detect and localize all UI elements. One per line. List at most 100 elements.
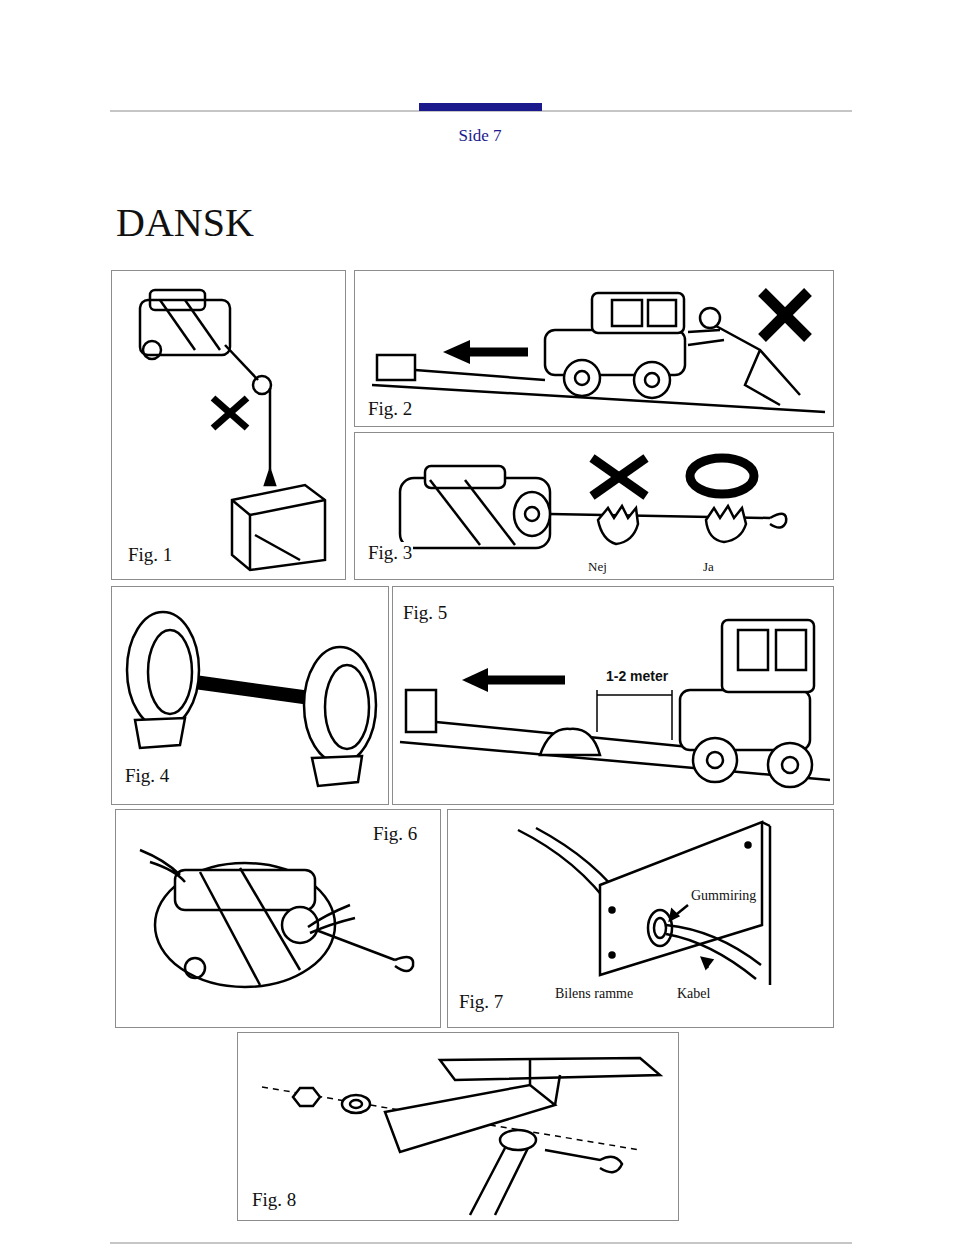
figure-label: Fig. 8 (251, 1189, 297, 1211)
car-cable-damper (596, 690, 598, 732)
wheel-chocks (127, 612, 376, 786)
winch-lifting (255, 535, 300, 560)
header-bar (419, 103, 542, 111)
bracket-assembly (529, 1060, 532, 1085)
part-label: Bilens ramme (554, 986, 634, 1002)
winch-hand-guide (598, 506, 638, 544)
cable-grommet (769, 826, 772, 985)
car-pushing (468, 348, 528, 357)
figure-label: Fig. 2 (367, 398, 413, 420)
winch-lifting (253, 376, 271, 394)
car-pushing (564, 360, 600, 396)
wheel-chocks (127, 612, 199, 728)
car-pushing (648, 300, 676, 326)
cable-grommet (666, 925, 761, 965)
car-pushing (592, 293, 684, 333)
winch-hand-guide (706, 506, 746, 542)
forbidden-cross (762, 292, 808, 338)
winch-lifting (265, 470, 275, 485)
car-cable-damper (707, 752, 723, 768)
car-cable-damper (540, 729, 600, 755)
part-label: Kabel (676, 986, 711, 1002)
cable-grommet (762, 822, 770, 826)
forbidden-cross (592, 458, 646, 496)
car-pushing (645, 373, 659, 387)
winch-lifting (232, 500, 250, 515)
cable-grommet (702, 958, 712, 968)
header-rule (110, 1243, 852, 1244)
forbidden-cross (213, 398, 247, 428)
winch-lifting (249, 515, 252, 570)
figure-label: Fig. 5 (402, 602, 448, 624)
wheel-chocks (312, 756, 362, 786)
forbidden-cross (213, 398, 247, 428)
winch-hand-guide (425, 466, 505, 488)
winch-handling (140, 850, 413, 987)
winch-hand-guide (465, 480, 515, 545)
figure-label: Fig. 3 (367, 542, 413, 564)
figure-label: Fig. 4 (124, 765, 170, 787)
winch-lifting (225, 345, 258, 380)
bracket-assembly (545, 1150, 622, 1172)
car-pushing (443, 340, 470, 364)
figure-panel: Fig. 2 (354, 270, 834, 427)
callout-label: Ja (702, 560, 715, 575)
bracket-assembly (293, 1088, 320, 1106)
car-pushing (372, 385, 825, 412)
winch-lifting (250, 500, 325, 515)
car-cable-damper (693, 738, 737, 782)
winch-lifting (143, 341, 161, 359)
car-cable-damper (671, 690, 673, 740)
car-pushing (575, 371, 589, 385)
car-cable-damper (722, 620, 814, 692)
figure-panel: Fig. 6 (115, 809, 441, 1028)
car-cable-damper (782, 757, 798, 773)
bracket-assembly (555, 1075, 560, 1105)
car-cable-damper (738, 630, 768, 670)
cable-grommet (600, 822, 762, 975)
winch-handling (155, 863, 335, 987)
winch-lifting (150, 290, 205, 310)
winch-hand-guide (770, 514, 786, 528)
dimension-label: 1-2 meter (605, 668, 669, 684)
car-cable-damper (768, 743, 812, 787)
car-pushing (634, 362, 670, 398)
bracket-assembly (440, 1058, 660, 1080)
figure-panel: Fig. 4 (111, 586, 389, 805)
wheel-chocks (135, 718, 185, 748)
wheel-chocks (304, 647, 376, 763)
car-cable-damper (486, 676, 565, 685)
car-cable-damper (680, 690, 810, 750)
cable-grommet (670, 910, 678, 920)
car-pushing (700, 308, 720, 328)
figure-label: Fig. 7 (458, 991, 504, 1013)
winch-handling (316, 930, 395, 960)
car-cable-damper (597, 694, 672, 696)
car-cable-damper (776, 630, 806, 670)
cable-grommet (654, 918, 666, 938)
figure-label: Fig. 1 (127, 544, 173, 566)
cable-grommet (610, 908, 615, 913)
bracket-assembly (342, 1095, 370, 1113)
winch-handling (395, 957, 413, 971)
winch-lifting (185, 300, 220, 350)
forbidden-cross (762, 292, 808, 338)
car-pushing (612, 300, 642, 326)
winch-lifting (140, 300, 230, 355)
winch-hand-guide (525, 507, 539, 521)
part-label: Gummiring (690, 888, 757, 904)
forbidden-cross (762, 292, 808, 338)
figure-panel: Fig. 3NejJa (354, 432, 834, 580)
car-cable-damper (406, 690, 436, 732)
car-cable-damper (400, 620, 830, 787)
winch-lifting (232, 485, 325, 570)
bracket-assembly (262, 1058, 660, 1215)
wheel-chocks (325, 665, 369, 749)
winch-handling (185, 958, 205, 978)
figure-label: Fig. 6 (372, 823, 418, 845)
page-title: DANSK (116, 200, 254, 246)
figure-panel: Fig. 1 (111, 270, 346, 580)
winch-lifting (140, 290, 325, 570)
forbidden-cross (213, 398, 247, 428)
